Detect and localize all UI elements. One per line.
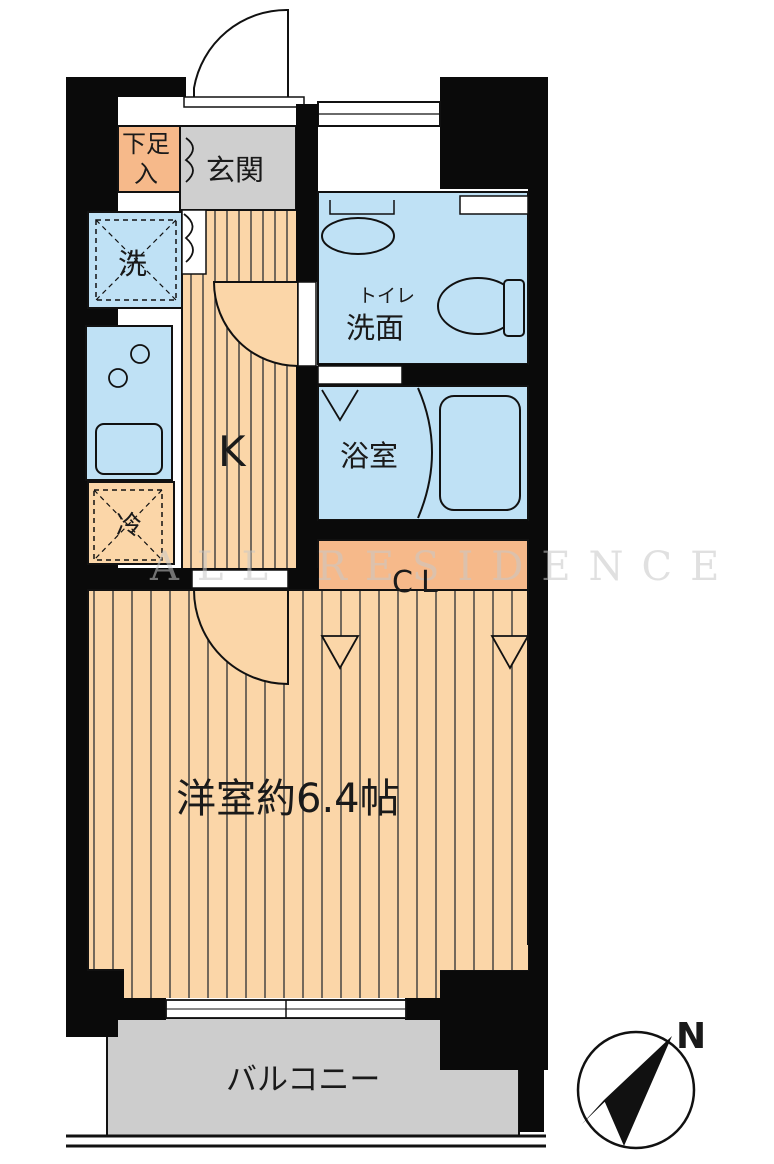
compass: N	[576, 1016, 706, 1150]
western-room-floor	[87, 589, 529, 971]
label-entrance: 玄関	[206, 153, 264, 187]
toilet-washroom	[317, 191, 529, 365]
compass-north-label: N	[676, 1016, 706, 1057]
label-bath: 浴室	[340, 439, 398, 473]
washroom-door	[212, 281, 299, 368]
label-washroom: 洗面	[346, 311, 404, 345]
bathroom	[317, 385, 529, 521]
entrance-area	[179, 125, 297, 211]
fridge-space	[87, 481, 175, 565]
entrance-door	[183, 8, 305, 108]
label-western-room: 洋室約6.4帖	[176, 776, 400, 822]
compass-needle-icon	[582, 1036, 672, 1146]
kitchen-counter	[85, 325, 173, 481]
washer-space	[87, 211, 183, 309]
label-closet: CL	[392, 565, 446, 600]
label-fridge: 冷	[116, 511, 142, 541]
watermark: ALL RESIDENCE	[149, 544, 737, 590]
balcony-window	[165, 999, 407, 1019]
label-balcony: バルコニー	[226, 1062, 380, 1098]
label-shoe-storage-1: 下足	[122, 130, 170, 158]
western-room-door	[192, 589, 289, 686]
label-toilet: トイレ	[358, 285, 415, 307]
label-kitchen: K	[218, 427, 247, 476]
top-window	[317, 101, 441, 127]
label-shoe-storage-2: 入	[134, 160, 158, 188]
label-washer: 洗	[118, 247, 147, 281]
shoe-storage-area	[117, 125, 181, 193]
